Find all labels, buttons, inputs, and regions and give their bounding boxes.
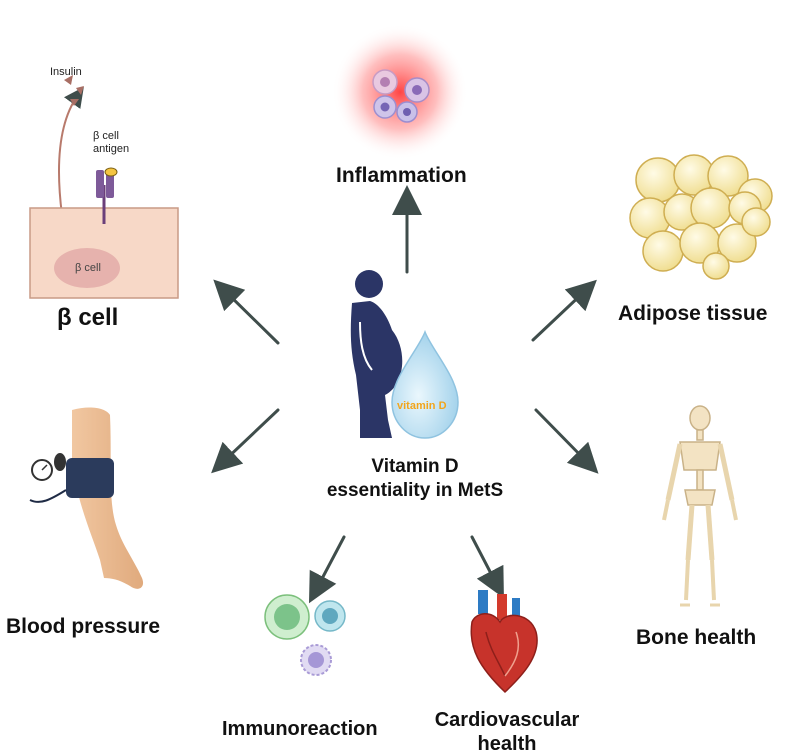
- insulin-secretion-arrow: [58, 86, 84, 216]
- arrows: [211, 185, 599, 604]
- antigen-receptor-icon: [96, 170, 104, 198]
- antigen-label-line1: β cell: [93, 130, 119, 142]
- immune-cells-illustration: [264, 594, 346, 676]
- vitamin-d-drop-icon: [391, 329, 459, 439]
- cardiovascular-label-line2: health: [477, 733, 537, 755]
- insulin-label: Insulin: [50, 66, 82, 78]
- cardiovascular-label: Cardiovascular health: [422, 708, 592, 756]
- adipose-tissue-label: Adipose tissue: [618, 302, 768, 325]
- inflammation-label: Inflammation: [336, 164, 467, 187]
- center-title-line2: essentiality in MetS: [326, 480, 504, 501]
- center-title-line1: Vitamin D: [371, 456, 459, 477]
- blood-pressure-illustration: [29, 407, 144, 589]
- bone-health-label: Bone health: [636, 626, 757, 649]
- vitamin-d-drop-label: vitamin D: [397, 400, 447, 412]
- cardiovascular-label-line1: Cardiovascular: [434, 709, 580, 731]
- immunoreaction-label: Immunoreaction: [222, 718, 378, 740]
- blood-pressure-label: Blood pressure: [6, 615, 161, 638]
- arrow-to-beta-cell: [213, 279, 280, 345]
- inflammation-illustration: [332, 24, 468, 160]
- figure-outline: [359, 321, 373, 371]
- antigen-label-line2: antigen: [93, 143, 130, 155]
- adipose-illustration: [629, 154, 773, 280]
- beta-cell-label: β cell: [57, 304, 119, 331]
- beta-cell-illustration: [29, 75, 179, 299]
- skeleton-icon: [662, 405, 738, 607]
- heart-icon: [470, 590, 538, 694]
- arrow-to-cardiovascular: [470, 535, 504, 599]
- insulin-granule-icon: [70, 99, 79, 106]
- arrow-to-blood-pressure: [211, 408, 280, 474]
- arrow-to-adipose: [531, 279, 597, 342]
- insulin-granule-icon: [76, 86, 84, 95]
- insulin-granule-icon: [64, 75, 73, 85]
- center-title: Vitamin D essentiality in MetS: [300, 455, 530, 503]
- nucleus: [54, 248, 120, 288]
- arrow-to-bone: [534, 408, 599, 474]
- bp-cuff: [66, 458, 114, 498]
- nucleus-label: β cell: [75, 262, 101, 274]
- arrow-to-immunoreaction: [308, 535, 346, 604]
- bulb-icon: [54, 453, 66, 471]
- person-figure-icon: [350, 270, 403, 438]
- arm-shape: [72, 407, 144, 589]
- antigen-label: β cell antigen: [93, 130, 129, 156]
